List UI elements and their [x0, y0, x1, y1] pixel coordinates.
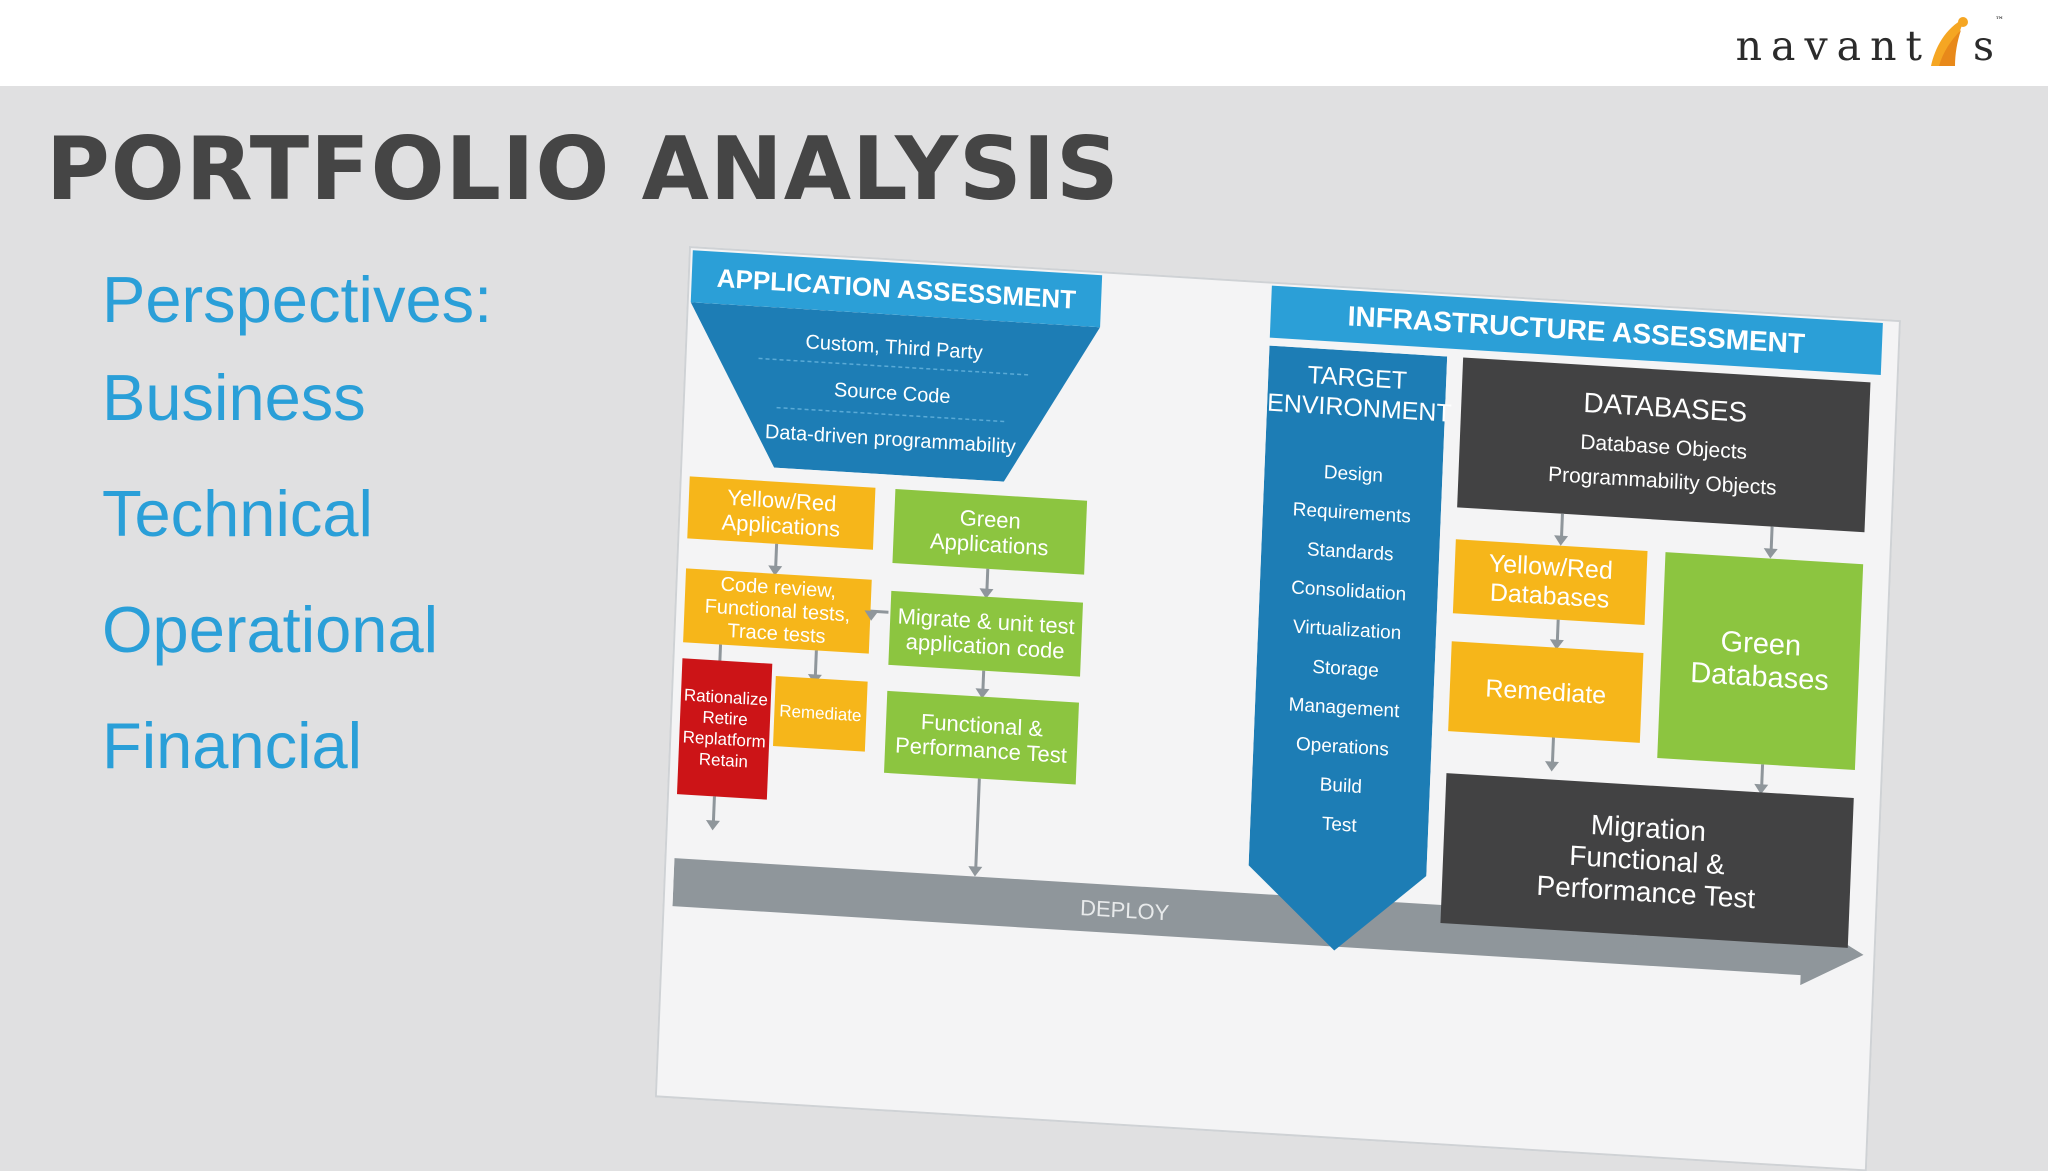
navantis-logo: navant s ™ [1736, 14, 2012, 70]
slide-title: PORTFOLIO ANALYSIS [46, 118, 1120, 220]
perspective-business: Business [102, 361, 366, 434]
logo-trademark: ™ [1995, 16, 2004, 26]
target-environment-title: TARGET ENVIRONMENT [1266, 360, 1453, 428]
perspective-technical: Technical [102, 477, 373, 550]
arrow-down [1550, 737, 1555, 764]
target-environment-arrow [1248, 345, 1448, 951]
databases-box: DATABASES Database Objects Programmabili… [1457, 357, 1871, 533]
arrow-down [813, 650, 818, 677]
migration-test-box: Migration Functional & Performance Test [1440, 773, 1854, 948]
migrate-unit-test-box: Migrate & unit test application code [888, 590, 1084, 677]
arrow-down [1559, 513, 1564, 538]
green-applications: Green Applications [892, 489, 1088, 575]
perspective-financial: Financial [102, 709, 363, 782]
rationalize-box: Rationalize Retire Replatform Retain [676, 658, 773, 800]
arrow-down [774, 543, 779, 568]
top-bar: navant s ™ [0, 0, 2048, 86]
target-environment-list: Design Requirements Standards Consolidat… [1250, 450, 1443, 851]
remediate-database-box: Remediate [1448, 641, 1644, 743]
logo-text-right: s [1972, 22, 2003, 70]
remediate-app-box: Remediate [773, 676, 868, 752]
arrow-down [981, 670, 986, 691]
perspective-operational: Operational [102, 593, 439, 666]
assessment-diagram: APPLICATION ASSESSMENT Custom, Third Par… [654, 246, 1902, 1171]
perspectives-heading: Perspectives: [102, 263, 493, 336]
arrow-down [711, 796, 716, 823]
app-assessment-funnel [690, 302, 1101, 482]
arrow-down [1633, 934, 1638, 950]
arrow-down [974, 778, 981, 869]
arrow-right [870, 609, 889, 614]
arrow-down [1769, 526, 1774, 551]
arrow-down [1760, 764, 1765, 787]
logo-text-left: navant [1735, 22, 1931, 70]
yellow-red-databases: Yellow/Red Databases [1452, 539, 1648, 625]
arrow-down [1555, 619, 1560, 642]
green-databases: Green Databases [1657, 552, 1864, 771]
logo-mark-icon [1930, 17, 1968, 66]
functional-performance-test-box: Functional & Performance Test [884, 690, 1079, 785]
code-review-box: Code review, Functional tests, Trace tes… [683, 568, 872, 654]
deploy-bar [672, 858, 1864, 986]
arrow-down [985, 568, 990, 591]
yellow-red-applications: Yellow/Red Applications [687, 476, 876, 550]
